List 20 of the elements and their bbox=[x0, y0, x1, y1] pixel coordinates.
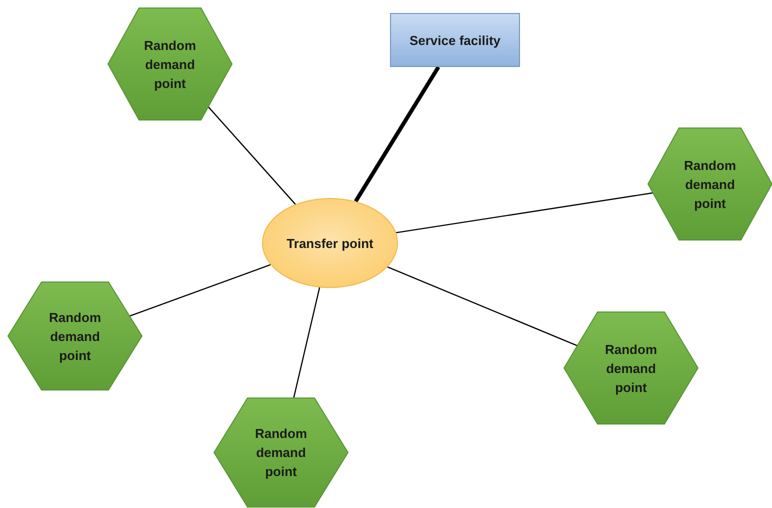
connector-line bbox=[129, 264, 271, 317]
node-label: Random demand point bbox=[48, 308, 102, 364]
node-label: Transfer point bbox=[286, 234, 374, 252]
connector-line bbox=[396, 192, 653, 234]
node-label: Random demand point bbox=[683, 156, 737, 212]
node-label: Service facility bbox=[409, 32, 501, 50]
connector-line bbox=[293, 287, 320, 398]
hexagon-node bbox=[564, 312, 698, 424]
connector-line bbox=[208, 106, 296, 205]
ellipse-node bbox=[262, 198, 398, 288]
connector-line bbox=[354, 66, 440, 202]
node-label: Random demand point bbox=[254, 425, 308, 481]
node-label: Random demand point bbox=[604, 340, 658, 396]
hexagon-node bbox=[108, 8, 232, 120]
hexagon-node bbox=[214, 398, 348, 507]
hexagon-node bbox=[648, 128, 772, 240]
hexagon-node bbox=[8, 282, 142, 390]
connector-line bbox=[387, 266, 578, 346]
process-box bbox=[390, 13, 520, 67]
node-label: Random demand point bbox=[143, 36, 197, 92]
